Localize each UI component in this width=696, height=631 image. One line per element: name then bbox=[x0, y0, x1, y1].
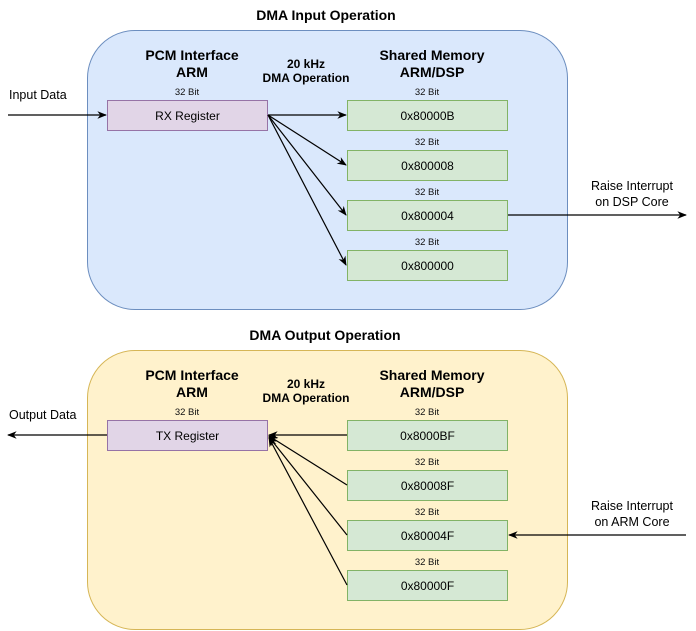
tx-register[interactable]: TX Register bbox=[107, 420, 268, 451]
input-pcm-heading-line1: PCM Interface bbox=[145, 47, 239, 63]
tx-register-bits: 32 Bit bbox=[174, 407, 200, 418]
output-mem-heading-line1: Shared Memory bbox=[379, 367, 485, 383]
input-mem-heading-line2: ARM/DSP bbox=[399, 64, 465, 80]
input-data-label: Input Data bbox=[9, 88, 67, 102]
input-dma-heading-line2: DMA Operation bbox=[262, 71, 350, 85]
output-memory-address-1: 0x80008F bbox=[400, 478, 455, 493]
output-pcm-heading-line1: PCM Interface bbox=[145, 367, 239, 383]
input-memory-address-3: 0x800000 bbox=[401, 258, 454, 273]
input-memory-cell-0[interactable]: 0x80000B bbox=[347, 100, 508, 131]
dsp-interrupt-label-line1: Raise Interrupt bbox=[591, 179, 673, 193]
input-mem-heading-line1: Shared Memory bbox=[379, 47, 485, 63]
output-dma-heading-line1: 20 kHz bbox=[286, 377, 326, 391]
output-memory-cell-0[interactable]: 0x8000BF bbox=[347, 420, 508, 451]
output-mem-bits-2: 32 Bit bbox=[414, 507, 440, 518]
output-memory-cell-3[interactable]: 0x80000F bbox=[347, 570, 508, 601]
output-mem-heading: Shared Memory ARM/DSP bbox=[352, 367, 512, 401]
input-dma-heading: 20 kHz DMA Operation bbox=[250, 57, 362, 85]
dma-arrow-rx-to-mem-3 bbox=[267, 114, 347, 266]
output-mem-bits-0: 32 Bit bbox=[414, 407, 440, 418]
output-dma-heading-line2: DMA Operation bbox=[262, 391, 350, 405]
output-mem-bits-1: 32 Bit bbox=[414, 457, 440, 468]
dma-arrow-mem-2-to-tx bbox=[268, 436, 348, 536]
arm-interrupt-label: Raise Interrupt on ARM Core bbox=[572, 498, 692, 530]
dsp-interrupt-label-line2: on DSP Core bbox=[595, 195, 669, 209]
output-memory-address-2: 0x80004F bbox=[400, 528, 455, 543]
output-dma-heading: 20 kHz DMA Operation bbox=[250, 377, 362, 405]
input-memory-cell-1[interactable]: 0x800008 bbox=[347, 150, 508, 181]
input-memory-address-1: 0x800008 bbox=[401, 158, 454, 173]
input-pcm-heading: PCM Interface ARM bbox=[112, 47, 272, 81]
input-memory-cell-2[interactable]: 0x800004 bbox=[347, 200, 508, 231]
input-section-title: DMA Input Operation bbox=[256, 7, 396, 23]
output-memory-cell-1[interactable]: 0x80008F bbox=[347, 470, 508, 501]
input-memory-address-0: 0x80000B bbox=[400, 108, 455, 123]
input-pcm-heading-line2: ARM bbox=[176, 64, 208, 80]
output-data-label: Output Data bbox=[9, 408, 77, 422]
output-memory-address-3: 0x80000F bbox=[400, 578, 455, 593]
output-mem-heading-line2: ARM/DSP bbox=[399, 384, 465, 400]
arm-interrupt-label-line2: on ARM Core bbox=[594, 515, 670, 529]
rx-register[interactable]: RX Register bbox=[107, 100, 268, 131]
dma-arrow-mem-1-to-tx bbox=[268, 435, 348, 486]
input-memory-address-2: 0x800004 bbox=[401, 208, 454, 223]
input-mem-bits-3: 32 Bit bbox=[414, 237, 440, 248]
output-mem-bits-3: 32 Bit bbox=[414, 557, 440, 568]
input-mem-bits-1: 32 Bit bbox=[414, 137, 440, 148]
input-mem-bits-0: 32 Bit bbox=[414, 87, 440, 98]
output-memory-address-0: 0x8000BF bbox=[400, 428, 455, 443]
input-dma-heading-line1: 20 kHz bbox=[286, 57, 326, 71]
input-mem-bits-2: 32 Bit bbox=[414, 187, 440, 198]
dma-arrow-rx-to-mem-1 bbox=[267, 114, 347, 166]
dma-arrow-rx-to-mem-2 bbox=[267, 114, 347, 216]
rx-register-label: RX Register bbox=[155, 108, 220, 123]
dsp-interrupt-label: Raise Interrupt on DSP Core bbox=[572, 178, 692, 210]
output-section-title: DMA Output Operation bbox=[249, 327, 401, 343]
output-pcm-heading-line2: ARM bbox=[176, 384, 208, 400]
dma-arrow-mem-3-to-tx bbox=[268, 437, 348, 586]
input-mem-heading: Shared Memory ARM/DSP bbox=[352, 47, 512, 81]
input-memory-cell-3[interactable]: 0x800000 bbox=[347, 250, 508, 281]
output-memory-cell-2[interactable]: 0x80004F bbox=[347, 520, 508, 551]
tx-register-label: TX Register bbox=[155, 428, 220, 443]
arm-interrupt-label-line1: Raise Interrupt bbox=[591, 499, 673, 513]
rx-register-bits: 32 Bit bbox=[174, 87, 200, 98]
output-pcm-heading: PCM Interface ARM bbox=[112, 367, 272, 401]
